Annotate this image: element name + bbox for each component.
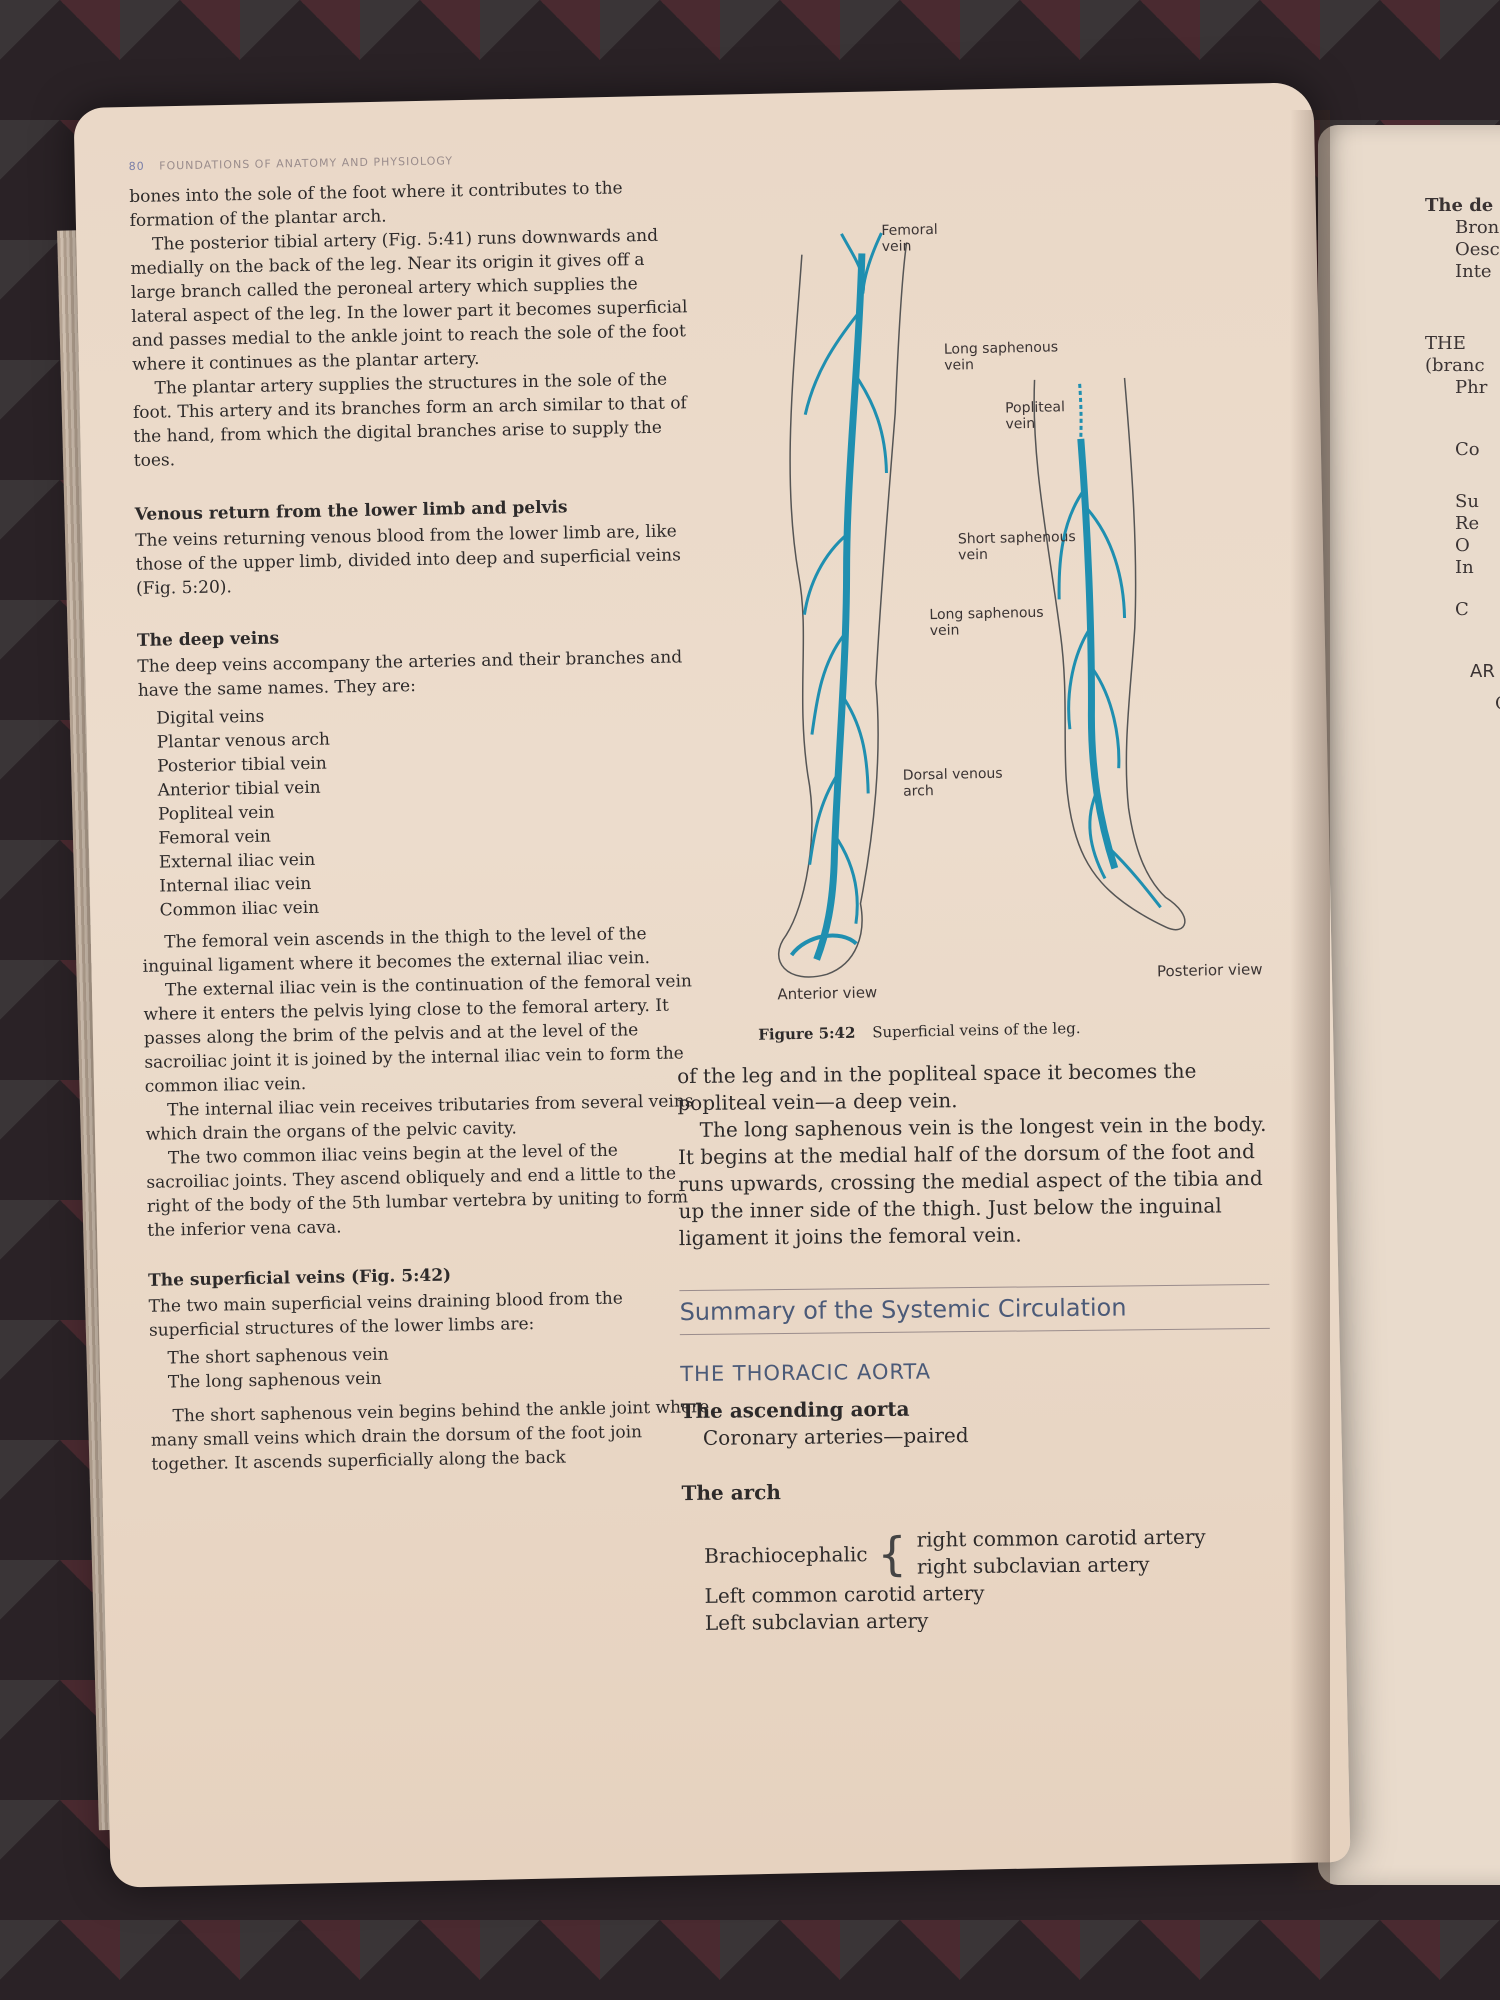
- paragraph: The veins returning venous blood from th…: [135, 521, 682, 599]
- brachiocephalic-group: Brachiocephalic { right common carotid a…: [704, 1523, 1273, 1583]
- edge-line: Phr: [1455, 377, 1488, 398]
- page-fold-shadow: [1290, 110, 1330, 1890]
- vein-branch: [1057, 487, 1087, 600]
- facing-page: [1318, 125, 1500, 1885]
- vein-branch: [839, 693, 870, 794]
- vein-branch: [1067, 627, 1092, 730]
- vein-branch: [802, 532, 849, 615]
- vein-branch: [803, 312, 860, 415]
- ascending-aorta-item: Coronary arteries—paired: [702, 1423, 969, 1450]
- edge-line: (branc: [1425, 355, 1485, 376]
- edge-line: THE: [1425, 333, 1466, 354]
- branch-item: right common carotid artery: [916, 1524, 1206, 1552]
- label-dorsal-venous-arch: Dorsal venous arch: [902, 765, 1003, 800]
- long-saphenous-vein-anterior: [813, 253, 866, 961]
- brace-icon: {: [877, 1526, 908, 1582]
- leg-veins-illustration: [777, 232, 1186, 978]
- vein-branch: [1091, 667, 1121, 769]
- deep-veins-list: Digital veins Plantar venous arch Poster…: [156, 697, 702, 922]
- edge-line: Co: [1455, 439, 1480, 460]
- arch-heading: The arch: [681, 1480, 781, 1506]
- paragraph: The short saphenous vein begins behind t…: [150, 1397, 710, 1475]
- edge-line: The de: [1425, 195, 1494, 216]
- paragraph: The plantar artery supplies the structur…: [132, 369, 687, 471]
- figure-superficial-veins: Femoral vein Long saphenous vein Poplite…: [731, 204, 1329, 1076]
- paragraph: The posterior tibial artery (Fig. 5:41) …: [130, 225, 688, 375]
- paragraph: The deep veins accompany the arteries an…: [137, 647, 683, 701]
- thoracic-aorta-heading: THE THORACIC AORTA: [680, 1359, 932, 1387]
- vein-branch: [832, 833, 859, 924]
- brachiocephalic-label: Brachiocephalic: [704, 1541, 868, 1568]
- branch-item: right subclavian artery: [916, 1552, 1150, 1579]
- anterior-view-label: Anterior view: [777, 983, 878, 1004]
- label-short-saphenous-vein: Short saphenous vein: [957, 529, 1076, 564]
- dorsal-venous-arch: [789, 933, 858, 957]
- brachiocephalic-branches: right common carotid artery right subcla…: [917, 1524, 1207, 1581]
- vein-branch: [1088, 787, 1107, 880]
- page-number: 80: [128, 159, 145, 173]
- paragraph: The long saphenous vein is the longest v…: [677, 1111, 1267, 1251]
- label-long-saphenous-mid: Long saphenous vein: [929, 604, 1044, 640]
- edge-line: AR: [1470, 661, 1495, 682]
- vein-branch: [853, 372, 888, 474]
- label-long-saphenous-top: Long saphenous vein: [943, 339, 1059, 374]
- short-saphenous-vein-posterior: [1077, 438, 1119, 870]
- caption-number: Figure 5:42: [758, 1023, 856, 1044]
- left-column: 80 FOUNDATIONS OF ANATOMY AND PHYSIOLOGY…: [129, 145, 712, 1477]
- label-femoral-vein: Femoral vein: [881, 221, 938, 256]
- edge-line: Re: [1455, 513, 1480, 534]
- paragraph: The two main superficial veins draining …: [148, 1288, 624, 1341]
- popliteal-vein: [1078, 383, 1083, 439]
- posterior-view-label: Posterior view: [1156, 960, 1263, 981]
- edge-line: Oesc: [1455, 239, 1500, 260]
- figure-caption: Figure 5:42 Superficial veins of the leg…: [758, 1019, 1081, 1044]
- caption-text: Superficial veins of the leg.: [872, 1019, 1081, 1042]
- vein-branch: [1108, 847, 1162, 909]
- vein-branch: [1086, 507, 1127, 619]
- paragraph: The external iliac vein is the continuat…: [143, 971, 693, 1097]
- paragraph: of the leg and in the popliteal space it…: [677, 1058, 1197, 1116]
- label-popliteal-vein: Popliteal vein: [1004, 399, 1066, 433]
- edge-line: Bron: [1455, 217, 1500, 238]
- edge-line: In: [1455, 557, 1474, 578]
- vein-branch: [808, 773, 840, 865]
- paragraph: The two common iliac veins begin at the …: [146, 1140, 689, 1241]
- edge-line: C: [1495, 693, 1500, 715]
- edge-line: O: [1455, 535, 1470, 556]
- vein-branch: [810, 632, 847, 735]
- superficial-veins-list: The short saphenous vein The long saphen…: [167, 1337, 710, 1394]
- edge-line: Su: [1455, 491, 1479, 512]
- summary-heading: Summary of the Systemic Circulation: [679, 1283, 1270, 1336]
- edge-line: C: [1455, 599, 1469, 620]
- posterior-leg-outline: [1033, 377, 1186, 931]
- running-head-title: FOUNDATIONS OF ANATOMY AND PHYSIOLOGY: [159, 154, 454, 173]
- anterior-leg-outline: [777, 242, 908, 978]
- right-column: of the leg and in the popliteal space it…: [677, 1057, 1273, 1637]
- vein-branch: [861, 232, 883, 294]
- edge-line: Inte: [1455, 261, 1492, 282]
- facing-page-text: The de Bron Oesc Inte THE (branc Phr Co …: [1425, 195, 1500, 715]
